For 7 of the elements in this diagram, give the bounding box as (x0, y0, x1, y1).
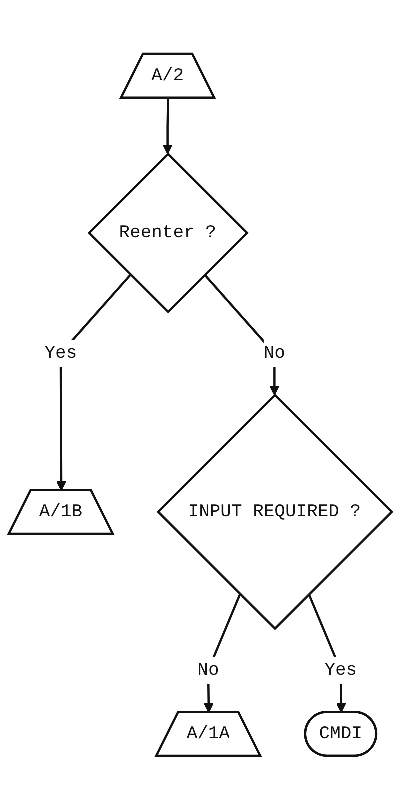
node-diamond: Reenter ? (88, 152, 249, 314)
edge-label: No (264, 344, 286, 364)
arrow (162, 98, 173, 155)
edge-label: Yes (324, 660, 358, 681)
edge-label: No (198, 660, 220, 681)
node-diamond: INPUT REQUIRED ? (156, 394, 394, 630)
edge-label: Yes (44, 344, 78, 364)
